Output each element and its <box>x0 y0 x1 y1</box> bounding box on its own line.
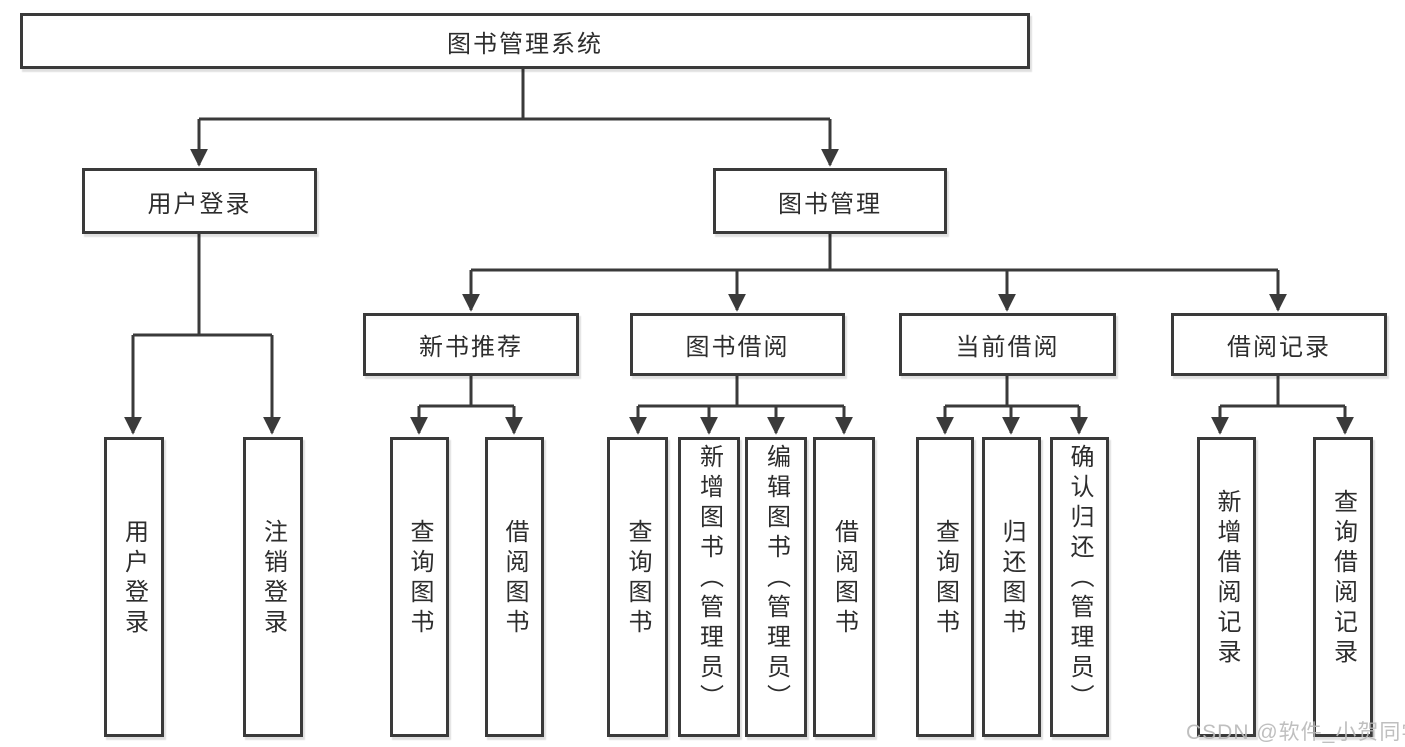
node-label: 注销登录 <box>259 519 287 639</box>
node-label: 用户登录 <box>147 190 252 218</box>
node-label: 借阅图书 <box>501 519 528 639</box>
node-user-login-branch: 用户登录 <box>82 168 317 234</box>
node-return-book: 归还图书 <box>982 437 1041 737</box>
node-edit-book-admin: 编辑图书（管理员） <box>745 437 807 737</box>
node-label: 编辑图书（管理员） <box>762 444 790 714</box>
node-label: 图书管理系统 <box>447 30 603 58</box>
node-label: 用户登录 <box>120 519 148 639</box>
node-label: 借阅记录 <box>1227 334 1331 361</box>
node-borrowing-records: 借阅记录 <box>1171 313 1387 376</box>
node-borrow-books: 借阅图书 <box>813 437 875 737</box>
node-label: 新增借阅记录 <box>1213 489 1240 669</box>
node-label: 当前借阅 <box>955 334 1060 361</box>
node-library-management-system: 图书管理系统 <box>20 13 1030 69</box>
node-label: 查询图书 <box>624 519 651 639</box>
node-query-books-current: 查询图书 <box>916 437 974 737</box>
node-label: 图书借阅 <box>685 334 790 361</box>
node-current-borrowing: 当前借阅 <box>899 313 1116 376</box>
node-label: 归还图书 <box>998 519 1025 639</box>
node-query-books-recommend: 查询图书 <box>390 437 449 737</box>
node-label: 新书推荐 <box>419 334 523 361</box>
node-add-borrow-record: 新增借阅记录 <box>1197 437 1256 737</box>
node-borrow-books-recommend: 借阅图书 <box>485 437 544 737</box>
node-add-book-admin: 新增图书（管理员） <box>678 437 740 737</box>
node-label: 查询借阅记录 <box>1329 489 1357 669</box>
node-label: 新增图书（管理员） <box>695 444 723 714</box>
node-label: 图书管理 <box>778 190 882 218</box>
node-new-book-recommendation: 新书推荐 <box>363 313 579 376</box>
node-user-login: 用户登录 <box>104 437 164 737</box>
watermark: CSDN @软件_小贺同学 <box>1186 721 1405 744</box>
node-logout: 注销登录 <box>243 437 303 737</box>
node-label: 查询图书 <box>931 519 959 639</box>
node-label: 确认归还（管理员） <box>1066 444 1093 714</box>
node-label: 查询图书 <box>406 519 433 639</box>
node-confirm-return-admin: 确认归还（管理员） <box>1050 437 1109 737</box>
node-query-borrow-record: 查询借阅记录 <box>1313 437 1373 737</box>
node-label: 借阅图书 <box>830 519 858 639</box>
node-book-borrowing: 图书借阅 <box>630 313 845 376</box>
node-query-books-borrow: 查询图书 <box>607 437 668 737</box>
node-book-management: 图书管理 <box>713 168 947 234</box>
